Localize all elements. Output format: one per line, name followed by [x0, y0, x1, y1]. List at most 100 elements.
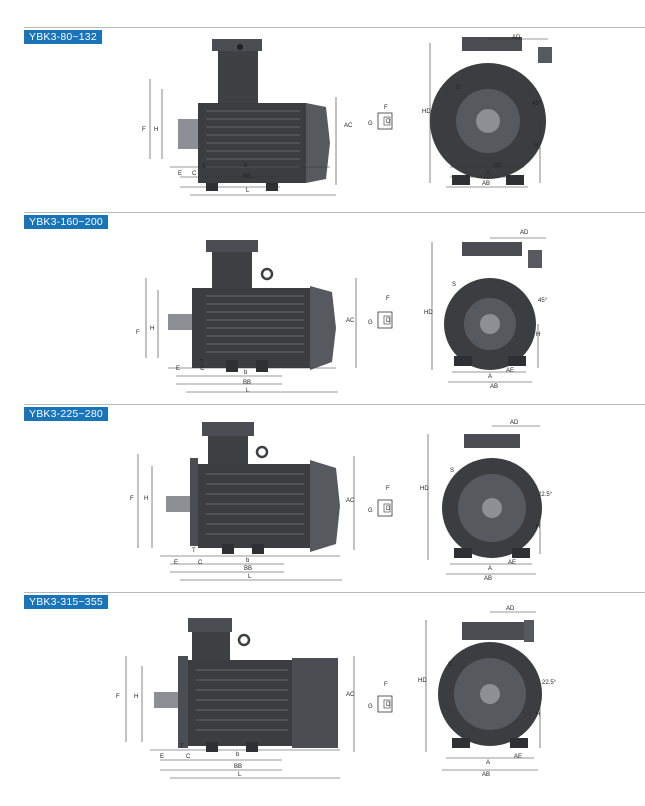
dim-label: A [488, 566, 492, 572]
dim-label: BB [243, 380, 251, 386]
section-label: YBK3-160~200 [24, 215, 108, 229]
dim-label: D [386, 506, 391, 512]
section-ybk3-160-200: YBK3-160~200 F H E [0, 212, 645, 402]
dim-label: AC [346, 318, 355, 324]
dim-label: AE [494, 163, 502, 169]
dim-label: E [160, 754, 164, 760]
dim-label: T [180, 744, 184, 750]
shaft-key-detail: G D F [368, 682, 393, 713]
dim-label: H [536, 524, 540, 530]
dim-label: E [174, 560, 178, 566]
side-dimension-labels: F H E C T b BB L AC [116, 692, 355, 778]
section-divider [24, 592, 645, 593]
motor-front-view [442, 434, 542, 558]
dim-label: S [456, 85, 460, 91]
dim-label: G [368, 508, 373, 514]
dim-label: HD [424, 310, 433, 316]
front-dimension-labels: AD HD S A AE AB H 45° [424, 230, 548, 390]
side-dimension-lines [149, 79, 337, 196]
dim-label: AC [346, 692, 355, 698]
dim-label: 45° [532, 101, 542, 107]
dim-label: 22.5° [538, 492, 553, 498]
dim-label: HD [418, 678, 427, 684]
shaft-key-detail: G D F [368, 296, 393, 329]
side-dimension-labels: F H E C T b BB L AC [136, 318, 355, 394]
dim-label: G [368, 320, 373, 326]
dim-label: A [488, 374, 492, 380]
section-divider [24, 27, 645, 28]
dim-label: AE [514, 754, 522, 760]
dim-label: AD [510, 420, 519, 426]
dim-label: AD [506, 606, 515, 612]
side-dimension-labels: F H E C T b BB L AC [130, 496, 355, 580]
dim-label: S [448, 662, 452, 668]
dim-label: E [176, 366, 180, 372]
dim-label: F [136, 330, 140, 336]
dim-label: H [150, 326, 154, 332]
section-label: YBK3-80~132 [24, 30, 102, 44]
dim-label: AB [482, 772, 490, 778]
dim-label: AD [512, 35, 521, 41]
side-dimension-lines [125, 656, 355, 779]
dim-label: A [486, 760, 490, 766]
dim-label: D [386, 119, 391, 125]
dim-label: T [200, 360, 204, 366]
dim-label: F [130, 496, 134, 502]
front-dimension-labels: AD HD S A AE AB H 22.5° [418, 606, 557, 778]
front-dimension-lines [431, 237, 546, 383]
dim-label: F [142, 127, 146, 133]
dim-label: C [198, 560, 203, 566]
dim-label: AB [484, 576, 492, 582]
motor-drawing-315-355: F H E C T b BB L AC G D F [116, 606, 557, 779]
dim-label: 45° [538, 298, 548, 304]
dim-label: L [238, 772, 242, 778]
front-dimension-labels: AD HD S A AE AB H 45° [422, 35, 542, 187]
dim-label: F [384, 105, 388, 111]
dim-label: G [368, 704, 373, 710]
dim-label: C [192, 171, 197, 177]
dim-label: BB [234, 764, 242, 770]
motor-side-view [154, 618, 338, 752]
motor-front-view [444, 242, 542, 370]
motor-front-view [438, 620, 542, 748]
motor-drawing-80-132: F H E C T b BB L AC G D F [142, 35, 552, 196]
dim-label: BB [243, 174, 251, 180]
section-ybk3-80-132: YBK3-80~132 F H [0, 27, 645, 210]
dim-label: HD [420, 486, 429, 492]
dim-label: AC [344, 123, 353, 129]
section-divider [24, 212, 645, 213]
dim-label: S [452, 282, 456, 288]
dim-label: L [248, 574, 252, 580]
dim-label: H [536, 332, 540, 338]
front-dimension-labels: AD HD S A AE AB H 22.5° [420, 420, 553, 582]
dim-label: BB [244, 566, 252, 572]
dim-label: C [200, 366, 205, 372]
motor-drawing-160-200: F H E C T b BB L AC G D F [136, 230, 548, 394]
dim-label: T [202, 164, 206, 170]
dim-label: b [244, 163, 248, 169]
side-dimension-lines [145, 278, 357, 393]
section-label: YBK3-315~355 [24, 595, 108, 609]
front-dimension-lines [427, 425, 541, 575]
dim-label: E [178, 171, 182, 177]
dim-label: D [386, 318, 391, 324]
motor-side-view [166, 422, 340, 554]
dim-label: F [116, 694, 120, 700]
dim-label: HD [422, 109, 431, 115]
dim-label: C [186, 754, 191, 760]
section-divider [24, 404, 645, 405]
dim-label: S [450, 468, 454, 474]
section-ybk3-315-355: YBK3-315~355 F H [0, 592, 645, 806]
dim-label: H [534, 143, 538, 149]
side-dimension-labels: F H E C T b BB L AC [142, 123, 353, 194]
dim-label: H [154, 127, 158, 133]
dim-label: F [384, 682, 388, 688]
side-dimension-lines [137, 454, 355, 581]
dim-label: AE [508, 560, 516, 566]
dim-label: AC [346, 498, 355, 504]
dim-label: 22.5° [542, 680, 557, 686]
dim-label: AB [482, 181, 490, 187]
dim-label: G [368, 121, 373, 127]
dim-label: L [246, 388, 250, 394]
front-dimension-lines [425, 611, 541, 771]
